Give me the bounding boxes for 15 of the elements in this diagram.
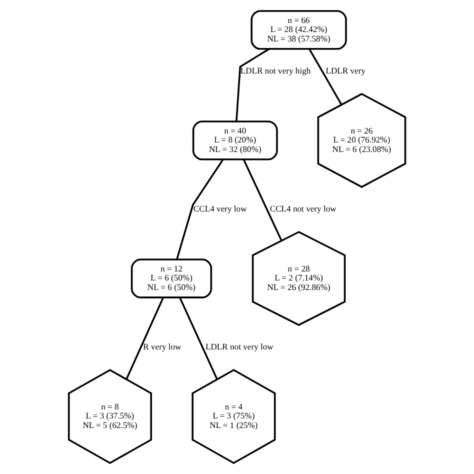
node-box: n = 66 L = 28 (42.42%) NL = 38 (57.58%)	[250, 10, 347, 50]
connector	[308, 48, 342, 106]
edge-label: LDLR not very low	[205, 342, 274, 352]
connector	[242, 159, 282, 242]
connector	[236, 48, 270, 122]
edge-label: R very low	[143, 342, 182, 352]
edge-label: LDLR very	[326, 66, 366, 76]
edge-label: LDLR not very high	[240, 66, 311, 76]
node-box: n = 40 L = 8 (20%) NL = 32 (80%)	[192, 120, 278, 160]
connector	[126, 297, 164, 380]
node-box: n = 12 L = 6 (50%) NL = 6 (50%)	[130, 258, 212, 298]
edge-label: CCL4 not very low	[270, 204, 336, 214]
edge-label: CCL4 very low	[193, 204, 247, 214]
connector	[179, 297, 218, 380]
connector	[176, 159, 224, 260]
